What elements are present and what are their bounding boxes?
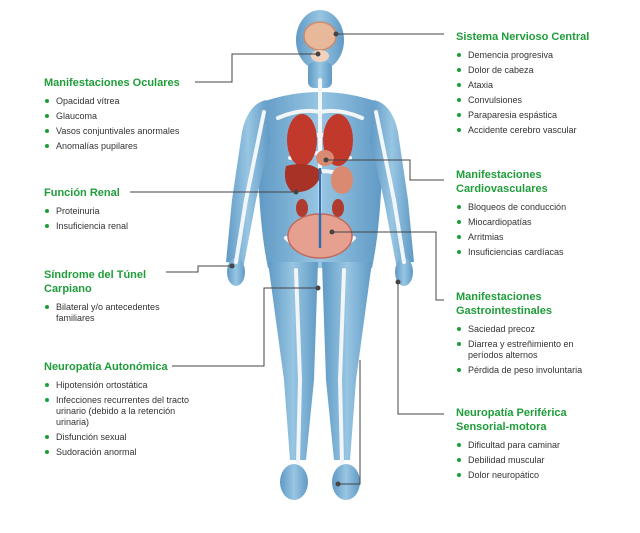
group-carpal: Síndrome del Túnel Carpiano Bilateral y/…	[44, 268, 194, 328]
list-item: Disfunción sexual	[44, 432, 244, 443]
list-item: Demencia progresiva	[456, 50, 626, 61]
group-autonomic: Neuropatía Autonómica Hipotensión ortost…	[44, 360, 244, 462]
group-carpal-list: Bilateral y/o antecedentes familiares	[44, 302, 194, 324]
list-item: Convulsiones	[456, 95, 626, 106]
group-autonomic-title: Neuropatía Autonómica	[44, 361, 168, 373]
group-carpal-title: Síndrome del Túnel Carpiano	[44, 269, 147, 295]
list-item: Debilidad muscular	[456, 455, 626, 466]
connector-lines	[130, 31, 444, 487]
list-item: Bilateral y/o antecedentes familiares	[44, 302, 194, 324]
organs	[284, 114, 353, 259]
group-cardio-list: Bloqueos de conducción Miocardiopatías A…	[456, 202, 626, 258]
list-item: Diarrea y estreñimiento en períodos alte…	[456, 339, 626, 361]
list-item: Infecciones recurrentes del tracto urina…	[44, 395, 244, 428]
group-renal-title: Función Renal	[44, 187, 120, 199]
group-cardio-title: Manifestaciones Cardiovasculares	[456, 169, 548, 195]
list-item: Dolor de cabeza	[456, 65, 626, 76]
group-renal-list: Proteinuria Insuficiencia renal	[44, 206, 194, 232]
list-item: Arritmias	[456, 232, 626, 243]
group-gi-title: Manifestaciones Gastrointestinales	[456, 291, 552, 317]
list-item: Saciedad precoz	[456, 324, 626, 335]
group-cns-title: Sistema Nervioso Central	[456, 31, 590, 43]
group-gi-list: Saciedad precoz Diarrea y estreñimiento …	[456, 324, 626, 376]
list-item: Insuficiencia renal	[44, 221, 194, 232]
list-item: Paraparesia espástica	[456, 110, 626, 121]
list-item: Glaucoma	[44, 111, 234, 122]
stomach	[331, 166, 353, 194]
group-cardio: Manifestaciones Cardiovasculares Bloqueo…	[456, 168, 626, 262]
list-item: Proteinuria	[44, 206, 194, 217]
group-ocular: Manifestaciones Oculares Opacidad vítrea…	[44, 76, 234, 156]
liver	[284, 164, 322, 193]
list-item: Anomalías pupilares	[44, 141, 234, 152]
kidney-left	[332, 199, 344, 217]
group-cns-list: Demencia progresiva Dolor de cabeza Atax…	[456, 50, 626, 136]
list-item: Dolor neuropático	[456, 470, 626, 481]
group-peripheral: Neuropatía Periférica Sensorial-motora D…	[456, 406, 626, 485]
lung-right	[287, 114, 317, 166]
group-peripheral-list: Dificultad para caminar Debilidad muscul…	[456, 440, 626, 481]
list-item: Sudoración anormal	[44, 447, 244, 458]
group-cns: Sistema Nervioso Central Demencia progre…	[456, 30, 626, 140]
list-item: Dificultad para caminar	[456, 440, 626, 451]
list-item: Pérdida de peso involuntaria	[456, 365, 626, 376]
list-item: Opacidad vítrea	[44, 96, 234, 107]
group-ocular-list: Opacidad vítrea Glaucoma Vasos conjuntiv…	[44, 96, 234, 152]
list-item: Ataxia	[456, 80, 626, 91]
kidney-right	[296, 199, 308, 217]
list-item: Vasos conjuntivales anormales	[44, 126, 234, 137]
group-gi: Manifestaciones Gastrointestinales Sacie…	[456, 290, 626, 380]
group-ocular-title: Manifestaciones Oculares	[44, 77, 180, 89]
list-item: Bloqueos de conducción	[456, 202, 626, 213]
list-item: Miocardiopatías	[456, 217, 626, 228]
list-item: Accidente cerebro vascular	[456, 125, 626, 136]
group-autonomic-list: Hipotensión ortostática Infecciones recu…	[44, 380, 244, 458]
list-item: Insuficiencias cardíacas	[456, 247, 626, 258]
group-renal: Función Renal Proteinuria Insuficiencia …	[44, 186, 194, 236]
brain	[303, 21, 337, 51]
group-peripheral-title: Neuropatía Periférica Sensorial-motora	[456, 407, 567, 433]
face	[311, 50, 329, 62]
list-item: Hipotensión ortostática	[44, 380, 244, 391]
